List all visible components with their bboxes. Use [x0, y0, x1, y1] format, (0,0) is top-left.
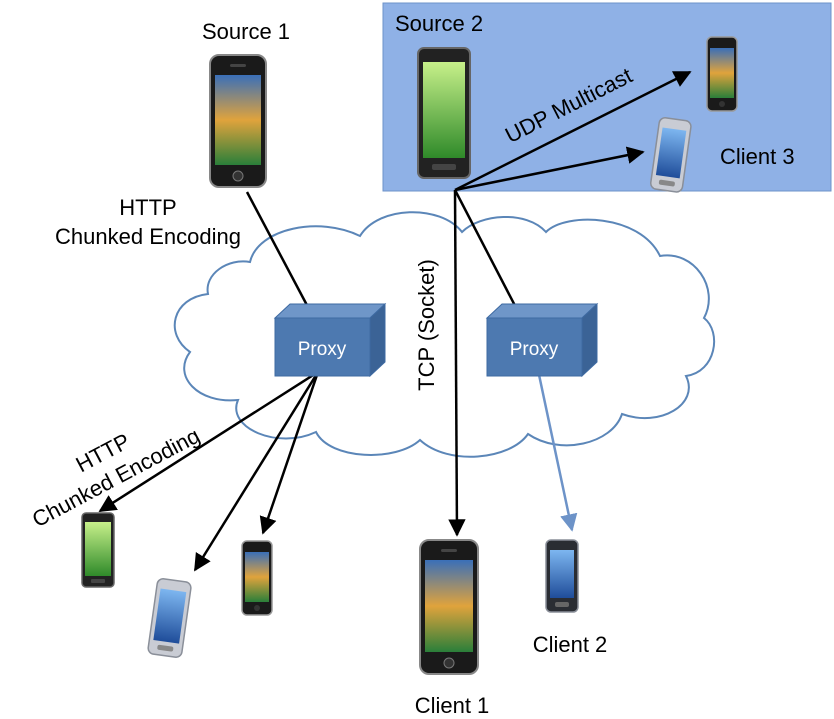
- smartphone-icon: [81, 512, 115, 588]
- proxy-left: Proxy: [273, 302, 387, 378]
- arrow-source2-udp-top: [454, 70, 692, 192]
- tcp-label: TCP (Socket): [414, 259, 439, 391]
- proxy-right-label: Proxy: [510, 339, 559, 360]
- proxy-right: Proxy: [485, 302, 599, 378]
- client2-label: Client 2: [533, 632, 608, 657]
- smartphone-icon: [706, 36, 738, 112]
- client3-label: Client 3: [720, 144, 795, 169]
- client1-label: Client 1: [415, 693, 490, 718]
- source1-label: Source 1: [202, 19, 290, 44]
- smartphone-icon: [417, 47, 471, 179]
- http-top-line1: HTTP: [119, 195, 176, 220]
- arrow-source2-client3: [454, 146, 645, 192]
- network-cloud: [173, 211, 716, 458]
- smartphone-icon: [650, 117, 692, 193]
- smartphone-icon: [545, 539, 579, 613]
- arrow-source2-client1: [448, 189, 466, 537]
- smartphone-icon: [241, 540, 273, 616]
- http-top-line2: Chunked Encoding: [55, 224, 241, 249]
- arrow-proxy-left-client-a: [98, 370, 319, 513]
- arrow-source2-proxy-right: [453, 189, 527, 327]
- arrow-proxy-right-client2: [536, 369, 578, 532]
- smartphone-icon: [147, 578, 192, 658]
- smartphone-icon: [419, 539, 479, 675]
- arrow-proxy-left-client-b: [193, 371, 320, 572]
- arrow-proxy-left-client-c: [259, 371, 320, 535]
- source2-label: Source 2: [395, 11, 483, 36]
- proxy-left-label: Proxy: [298, 339, 347, 360]
- smartphone-icon: [209, 54, 267, 188]
- http-bottom-label: HTTP Chunked Encoding: [28, 423, 204, 532]
